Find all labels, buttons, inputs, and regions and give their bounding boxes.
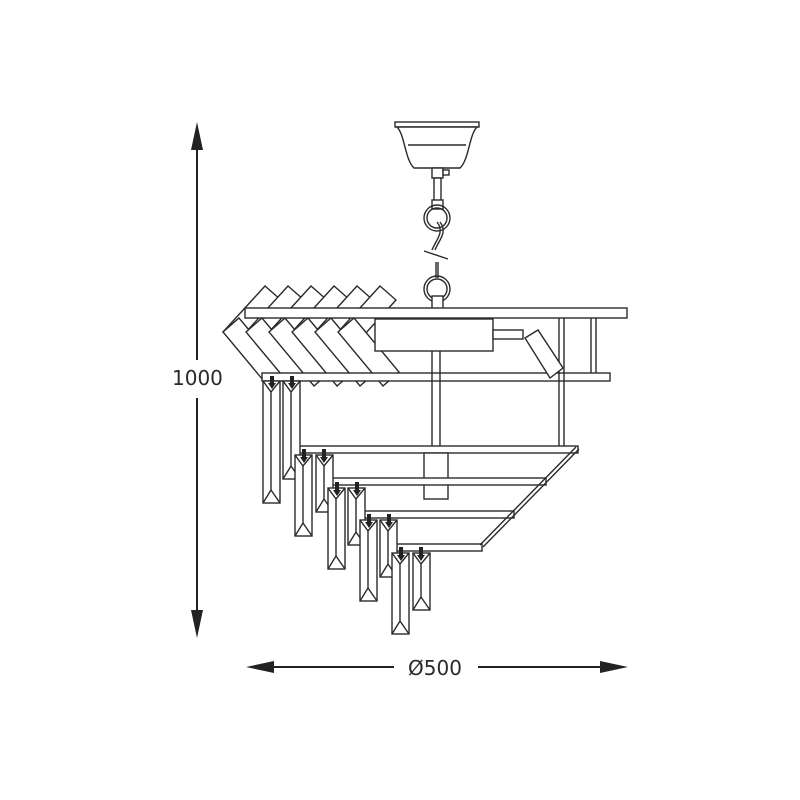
- tier-rings: [293, 445, 580, 552]
- width-dimension: [246, 661, 628, 673]
- height-dimension-label: 1000: [168, 366, 227, 390]
- spot-light: [492, 329, 564, 380]
- arrow-left-icon: [246, 661, 274, 673]
- ceiling-canopy: [394, 121, 480, 210]
- height-dimension: [191, 122, 203, 638]
- arrow-down-icon: [191, 610, 203, 638]
- chain: [423, 204, 451, 310]
- herringbone-top: [222, 285, 400, 387]
- arrow-right-icon: [600, 661, 628, 673]
- crystal-prisms: [262, 376, 431, 635]
- arrow-up-icon: [191, 122, 203, 150]
- width-dimension-label: Ø500: [404, 656, 466, 680]
- top-frame: [244, 307, 628, 448]
